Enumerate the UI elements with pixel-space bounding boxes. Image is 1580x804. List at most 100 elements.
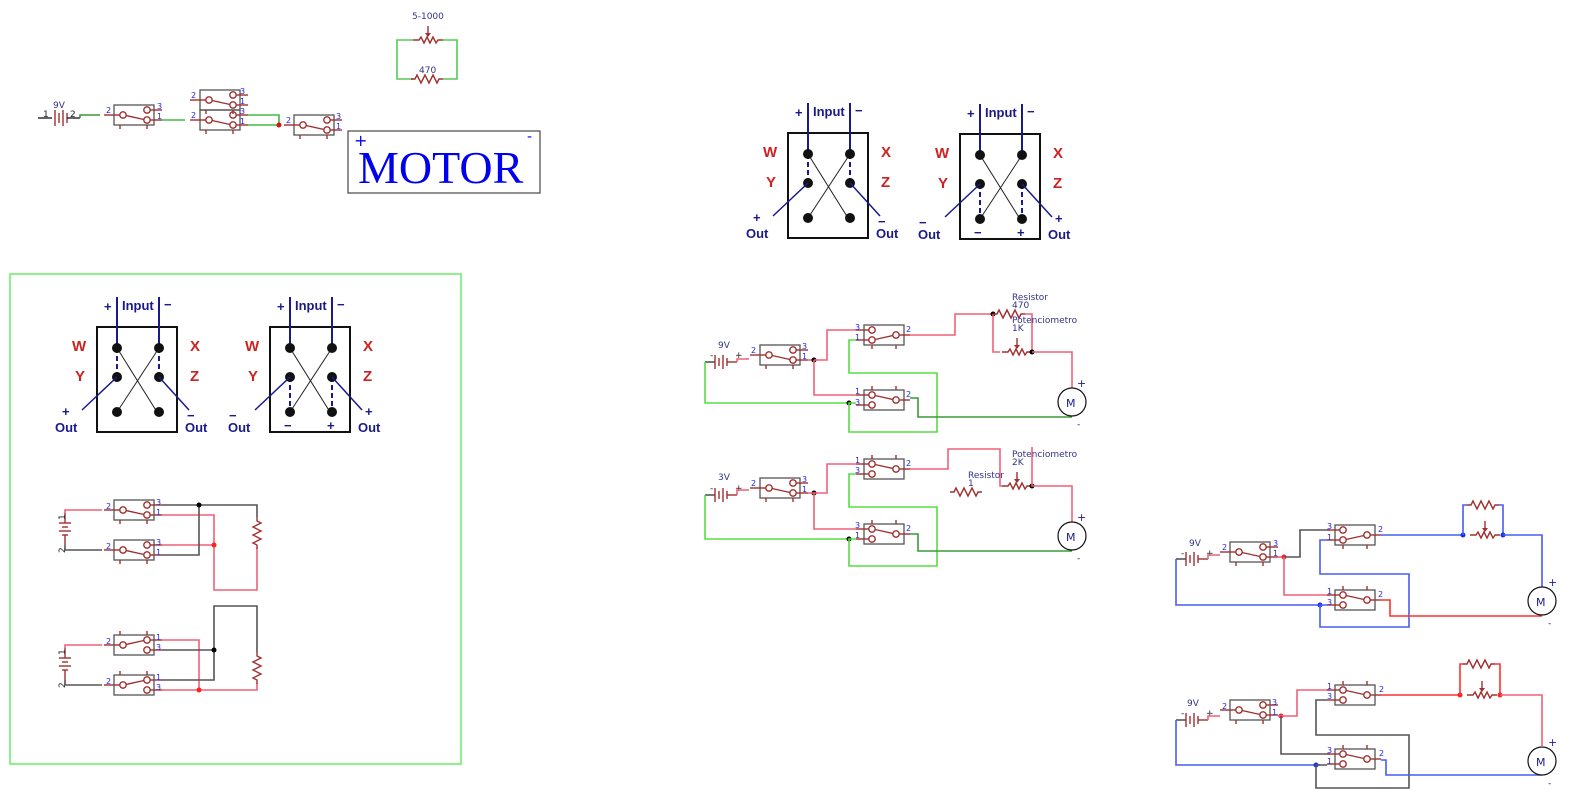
svg-text:3: 3 bbox=[802, 475, 807, 484]
out-label: Out bbox=[55, 420, 78, 435]
svg-text:-: - bbox=[710, 351, 713, 361]
svg-text:1: 1 bbox=[58, 514, 68, 520]
switch[interactable] bbox=[855, 385, 911, 411]
svg-text:−: − bbox=[855, 103, 863, 118]
svg-text:2: 2 bbox=[906, 325, 911, 334]
dpdt-diagram-4: + Input − W X Y Z − + − Out + Out bbox=[210, 290, 390, 439]
svg-text:2: 2 bbox=[106, 542, 111, 551]
battery-label: 9V bbox=[53, 101, 66, 111]
svg-text:3: 3 bbox=[156, 683, 161, 692]
junction bbox=[276, 122, 282, 128]
battery-9v[interactable]: 9V 1 2 bbox=[38, 101, 80, 126]
svg-text:+: + bbox=[1206, 709, 1214, 719]
switch-s1[interactable] bbox=[103, 104, 163, 130]
resistor-1[interactable] bbox=[949, 487, 983, 497]
svg-text:−: − bbox=[187, 408, 195, 423]
svg-text:3: 3 bbox=[156, 538, 161, 547]
switch[interactable] bbox=[1219, 699, 1279, 725]
svg-text:−: − bbox=[919, 215, 927, 230]
svg-text:3: 3 bbox=[156, 498, 161, 507]
pot-title: Potenciometro bbox=[1012, 316, 1078, 326]
dpdt-diagram-reverse: + Input − W X Y Z − + − Out + Out bbox=[228, 297, 381, 435]
svg-text:Z: Z bbox=[1053, 175, 1062, 192]
svg-text:Z: Z bbox=[881, 174, 890, 191]
svg-text:2: 2 bbox=[106, 637, 111, 646]
switch[interactable] bbox=[749, 344, 809, 370]
potentiometer-2k[interactable] bbox=[1001, 471, 1033, 490]
svg-text:-: - bbox=[710, 484, 713, 494]
switch[interactable] bbox=[1326, 585, 1382, 611]
svg-text:1: 1 bbox=[240, 117, 245, 126]
svg-text:W: W bbox=[72, 338, 87, 355]
svg-text:+: + bbox=[1548, 576, 1557, 589]
svg-text:+: + bbox=[327, 418, 335, 433]
switch[interactable] bbox=[1326, 680, 1382, 706]
dpdt-diagram-forward: + Input − W X Y Z + Out − Out bbox=[55, 297, 208, 435]
resistor-470[interactable]: 470 bbox=[410, 66, 444, 84]
motor-box[interactable]: + - MOTOR bbox=[347, 129, 541, 194]
switch[interactable] bbox=[855, 454, 911, 480]
resistor[interactable] bbox=[252, 516, 262, 550]
resistor[interactable] bbox=[1462, 659, 1496, 669]
potentiometer-5-1000[interactable]: 5-1000 bbox=[412, 12, 444, 44]
motor[interactable]: M + - bbox=[1057, 511, 1087, 564]
potentiometer[interactable] bbox=[1466, 680, 1498, 699]
svg-text:1: 1 bbox=[802, 352, 807, 361]
svg-text:1: 1 bbox=[1272, 708, 1277, 717]
switch[interactable] bbox=[749, 477, 809, 503]
svg-text:+: + bbox=[365, 404, 373, 419]
svg-text:W: W bbox=[763, 144, 778, 161]
svg-text:+: + bbox=[753, 210, 761, 225]
motor[interactable]: M + - bbox=[1527, 576, 1557, 629]
svg-text:1: 1 bbox=[336, 122, 341, 131]
svg-text:Potenciometro: Potenciometro bbox=[1012, 450, 1078, 460]
svg-text:3: 3 bbox=[855, 466, 860, 475]
switch[interactable] bbox=[855, 324, 911, 350]
svg-text:+: + bbox=[1077, 377, 1086, 390]
motor[interactable]: M + - bbox=[1057, 377, 1087, 430]
svg-text:W: W bbox=[245, 338, 260, 355]
svg-text:M: M bbox=[1066, 531, 1076, 544]
svg-text:−: − bbox=[1027, 104, 1035, 119]
switch[interactable] bbox=[103, 670, 163, 696]
switch[interactable] bbox=[1219, 541, 1279, 567]
svg-text:M: M bbox=[1536, 756, 1546, 769]
svg-text:+: + bbox=[1017, 225, 1025, 240]
svg-text:2: 2 bbox=[1379, 685, 1384, 694]
svg-text:-: - bbox=[1181, 709, 1184, 719]
resistor[interactable] bbox=[252, 651, 262, 685]
svg-text:W: W bbox=[935, 145, 950, 162]
svg-text:Out: Out bbox=[185, 420, 208, 435]
battery-pin2-label: 2 bbox=[70, 110, 76, 120]
switch[interactable] bbox=[103, 630, 163, 656]
svg-text:1: 1 bbox=[1327, 757, 1332, 766]
svg-text:470: 470 bbox=[1012, 301, 1029, 311]
switch[interactable] bbox=[1326, 524, 1382, 550]
svg-text:3: 3 bbox=[1272, 698, 1277, 707]
switch[interactable] bbox=[855, 519, 911, 545]
svg-text:Out: Out bbox=[1048, 227, 1071, 242]
motor-label: MOTOR bbox=[358, 142, 524, 193]
svg-text:Y: Y bbox=[75, 368, 85, 385]
svg-text:1: 1 bbox=[1273, 549, 1278, 558]
resistor[interactable] bbox=[1466, 500, 1500, 510]
switch[interactable] bbox=[1326, 744, 1382, 770]
svg-text:2: 2 bbox=[1378, 590, 1383, 599]
svg-text:1: 1 bbox=[855, 333, 860, 342]
svg-text:1: 1 bbox=[855, 387, 860, 396]
svg-text:M: M bbox=[1066, 397, 1076, 410]
switch-s4[interactable] bbox=[283, 114, 343, 140]
potentiometer[interactable] bbox=[1469, 520, 1501, 539]
svg-text:+: + bbox=[735, 484, 743, 494]
switch[interactable] bbox=[103, 499, 163, 525]
potentiometer-1k[interactable] bbox=[1001, 337, 1033, 356]
svg-text:-: - bbox=[1077, 420, 1080, 430]
svg-text:-: - bbox=[1181, 549, 1184, 559]
motor[interactable]: M + - bbox=[1527, 736, 1557, 789]
switch[interactable] bbox=[103, 539, 163, 565]
svg-text:Y: Y bbox=[766, 174, 776, 191]
svg-text:−: − bbox=[164, 297, 172, 312]
svg-text:1: 1 bbox=[156, 633, 161, 642]
